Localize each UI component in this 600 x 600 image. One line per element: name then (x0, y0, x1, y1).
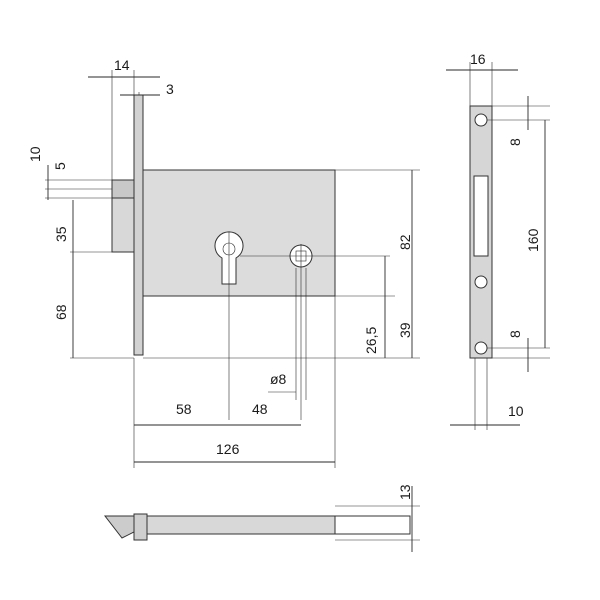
faceplate (133, 94, 144, 356)
lock-body (142, 169, 336, 297)
dim-screw-spacing: 160 (525, 228, 541, 252)
dim-plate-offset: 3 (166, 81, 174, 97)
dim-latch-5: 5 (52, 162, 68, 170)
top-latch (103, 515, 135, 539)
dim-bottom-39: 39 (397, 322, 413, 338)
dim-faceplate-thickness: 14 (114, 57, 130, 73)
latch-slot (473, 175, 489, 257)
front-view: 14 3 10 5 35 68 82 26,5 39 ø8 58 48 126 (27, 57, 420, 468)
top-screw-hole (474, 113, 488, 127)
dim-latch-10: 10 (27, 146, 43, 162)
dim-bottom-width: 10 (508, 403, 524, 419)
dim-lower-68: 68 (53, 304, 69, 320)
dim-backset: 58 (176, 401, 192, 417)
dim-hole-diameter: ø8 (270, 371, 287, 387)
dim-height-82: 82 (397, 234, 413, 250)
side-view: 16 8 160 8 10 (446, 51, 550, 430)
dim-latch-35: 35 (53, 226, 69, 242)
top-faceplate (133, 513, 148, 541)
top-view: 13 (103, 484, 420, 552)
latch-bolt-lower (111, 197, 135, 253)
dim-top-thickness: 13 (397, 484, 413, 500)
latch-bolt (111, 179, 135, 199)
cylinder-screw (474, 275, 488, 289)
bottom-screw-hole (474, 341, 488, 355)
dim-keyhole-to-bolt: 26,5 (363, 327, 379, 354)
dim-center-distance: 48 (252, 401, 268, 417)
top-plate (334, 515, 411, 535)
dim-bottom-screw: 8 (507, 330, 523, 338)
dim-plate-width: 16 (470, 51, 486, 67)
dim-top-screw: 8 (507, 138, 523, 146)
top-body (146, 515, 336, 535)
dim-body-width: 126 (216, 441, 240, 457)
